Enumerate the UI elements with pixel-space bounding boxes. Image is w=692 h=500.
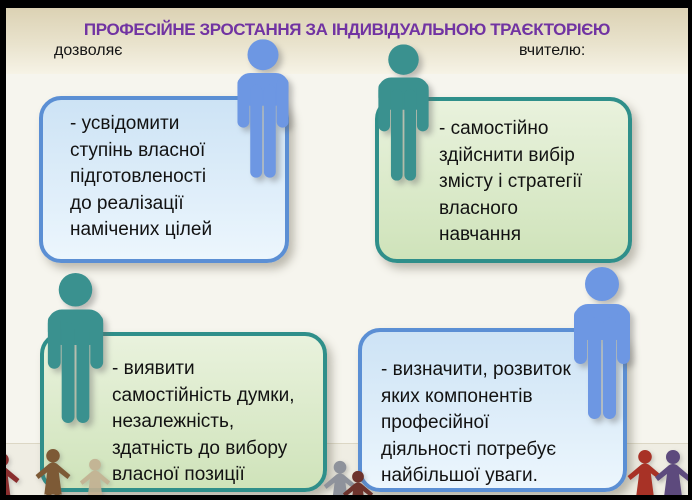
person-icon <box>568 267 636 419</box>
person-icon <box>373 40 434 185</box>
header-band <box>6 8 688 74</box>
person-icon <box>40 273 111 423</box>
label-allows: дозволяє <box>54 42 123 59</box>
slide-canvas: ПРОФЕСІЙНЕ ЗРОСТАННЯ ЗА ІНДИВІДУАЛЬНОЮ Т… <box>6 8 688 495</box>
paper-doll-icon <box>338 470 378 495</box>
slide-title: ПРОФЕСІЙНЕ ЗРОСТАННЯ ЗА ІНДИВІДУАЛЬНОЮ Т… <box>83 20 611 39</box>
paper-doll-icon <box>72 458 118 495</box>
person-icon <box>232 32 294 185</box>
label-teacher: вчителю: <box>519 42 586 59</box>
paper-doll-icon <box>6 452 24 495</box>
paper-doll-icon <box>649 449 688 495</box>
